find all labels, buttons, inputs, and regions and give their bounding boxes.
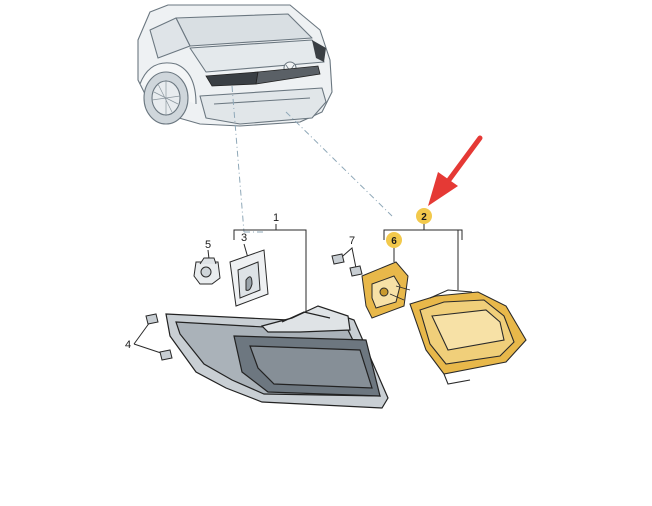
- mounting-plate-icon: [229, 249, 269, 307]
- vehicle-tail-light-icon: [205, 40, 326, 87]
- leader-lines: [231, 85, 393, 233]
- callout-1: 1: [273, 212, 279, 224]
- nut-icon: [331, 253, 363, 277]
- callout-badge-2: [416, 208, 432, 224]
- group-brackets: [133, 222, 463, 355]
- callout-badge-6: [386, 232, 402, 248]
- callout-6: 6: [391, 236, 397, 247]
- nut-icon: [145, 313, 173, 361]
- callout-7: 7: [349, 235, 355, 247]
- callout-4: 4: [125, 339, 131, 351]
- callout-5: 5: [205, 239, 211, 251]
- tail-light-outer-icon: [165, 305, 389, 409]
- tail-light-inner-icon: [409, 289, 527, 385]
- callout-3: 3: [241, 232, 247, 244]
- bulb-holder-icon: [193, 257, 221, 285]
- callout-2: 2: [421, 212, 427, 223]
- highlight-arrow-icon: [428, 135, 483, 206]
- vehicle-rear-view-icon: [137, 4, 333, 127]
- gasket-icon: [361, 261, 411, 319]
